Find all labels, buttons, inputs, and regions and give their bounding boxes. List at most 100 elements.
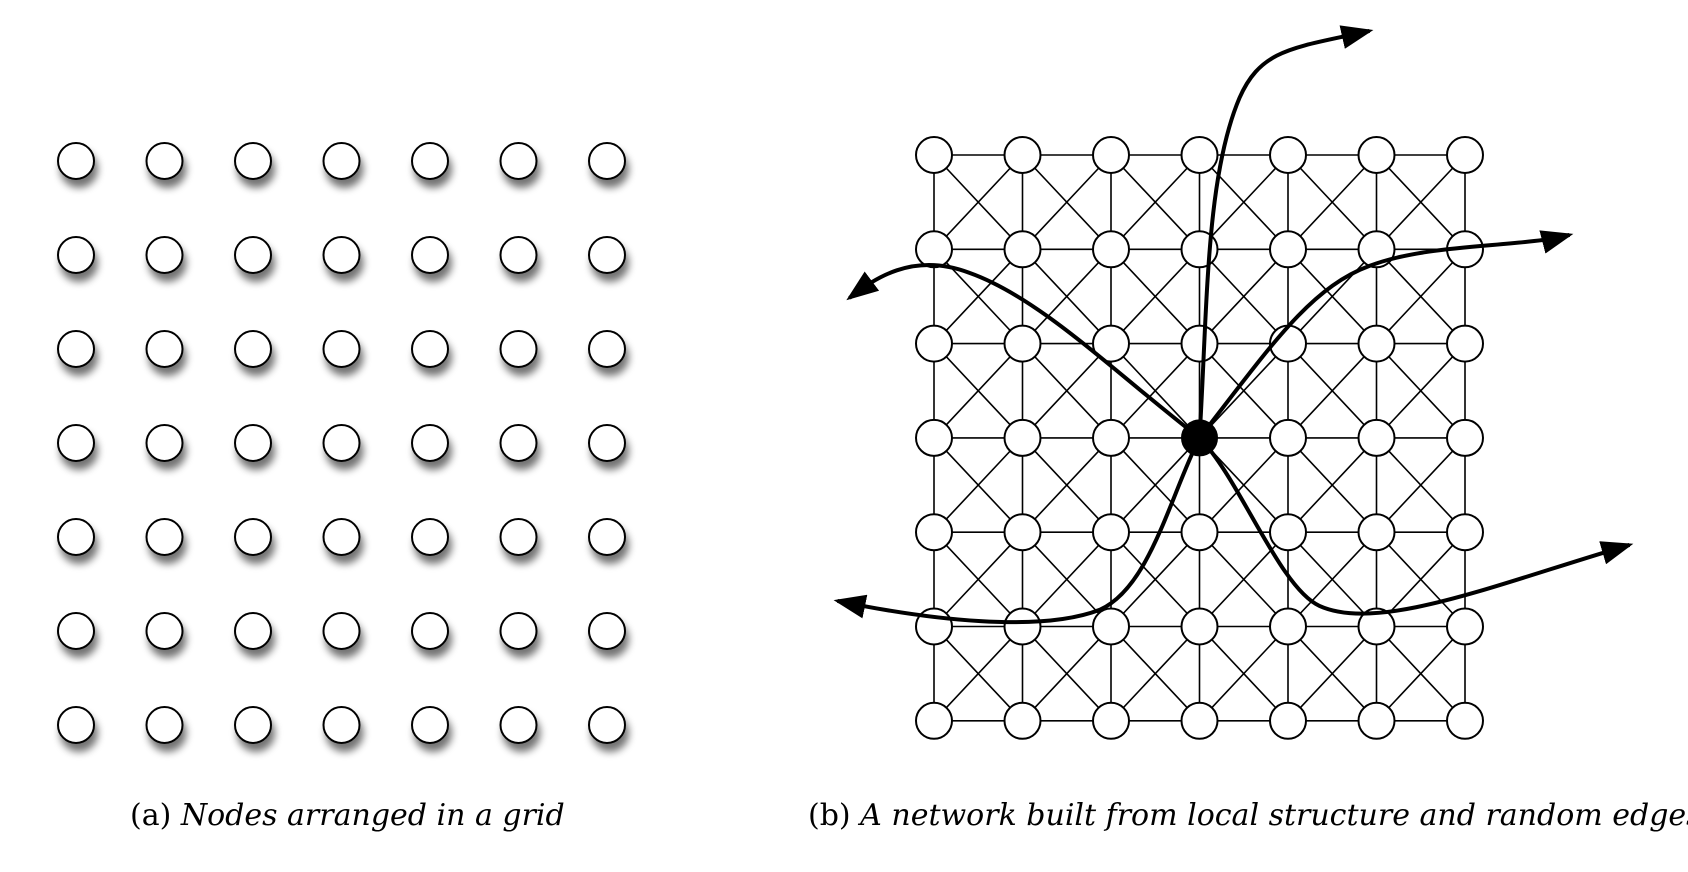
node-a-r2-c5 bbox=[499, 330, 538, 368]
node-b-r3-c6 bbox=[1446, 418, 1484, 457]
node-b-r0-c3 bbox=[1180, 136, 1219, 174]
node-a-r5-c6 bbox=[588, 612, 626, 650]
node-b-r2-c3 bbox=[1180, 324, 1219, 363]
node-a-r2-c3 bbox=[322, 330, 361, 368]
local-edge bbox=[1021, 248, 1112, 345]
random-edge-top bbox=[1197, 25, 1374, 439]
local-edge bbox=[1287, 437, 1378, 533]
node-a-r0-c5 bbox=[499, 142, 538, 180]
node-b-r1-c5 bbox=[1357, 230, 1396, 269]
node-b-r0-c4 bbox=[1269, 136, 1307, 174]
node-a-r6-c6 bbox=[588, 706, 626, 744]
local-edge bbox=[1375, 437, 1466, 533]
node-a-r1-c2 bbox=[234, 236, 272, 274]
node-b-r4-c3 bbox=[1180, 513, 1219, 552]
node-a-r1-c5 bbox=[499, 236, 538, 274]
node-b-r5-c3 bbox=[1180, 607, 1219, 646]
local-edge bbox=[1198, 154, 1289, 250]
local-edge bbox=[1021, 625, 1112, 722]
node-a-r6-c5 bbox=[499, 706, 538, 744]
local-edge bbox=[1198, 343, 1289, 439]
node-a-r0-c2 bbox=[234, 142, 272, 180]
node-b-r2-c2 bbox=[1092, 324, 1130, 363]
node-a-r4-c1 bbox=[145, 518, 184, 556]
node-b-r6-c1 bbox=[1003, 701, 1042, 740]
local-edge bbox=[1287, 531, 1378, 628]
node-a-r6-c3 bbox=[322, 706, 361, 744]
local-edge bbox=[1198, 248, 1289, 345]
node-b-r3-c4 bbox=[1269, 418, 1307, 457]
local-edge bbox=[1287, 154, 1378, 250]
node-a-r6-c2 bbox=[234, 706, 272, 744]
local-edge bbox=[1375, 154, 1466, 250]
node-b-r3-c2 bbox=[1092, 418, 1130, 457]
node-b-r3-c0 bbox=[915, 418, 953, 457]
panel-b-network bbox=[833, 25, 1634, 740]
node-b-r1-c0 bbox=[915, 230, 953, 269]
node-a-r1-c6 bbox=[588, 236, 626, 274]
node-a-r5-c1 bbox=[145, 612, 184, 650]
node-a-r0-c3 bbox=[322, 142, 361, 180]
node-b-r1-c1 bbox=[1003, 230, 1042, 269]
node-a-r3-c5 bbox=[499, 424, 538, 462]
node-b-r4-c6 bbox=[1446, 513, 1484, 552]
local-edge bbox=[1021, 437, 1112, 533]
node-b-r1-c2 bbox=[1092, 230, 1130, 269]
node-b-r5-c6 bbox=[1446, 607, 1484, 646]
node-a-r6-c1 bbox=[145, 706, 184, 744]
local-edge bbox=[1375, 625, 1466, 722]
caption-a-text: Nodes arranged in a grid bbox=[180, 798, 565, 833]
node-a-r1-c3 bbox=[322, 236, 361, 274]
node-a-r2-c0 bbox=[57, 330, 95, 368]
node-b-r4-c5 bbox=[1357, 513, 1396, 552]
local-edge bbox=[933, 531, 1024, 628]
node-b-r6-c3 bbox=[1180, 701, 1219, 740]
node-b-r5-c4 bbox=[1269, 607, 1307, 646]
node-a-r0-c1 bbox=[145, 142, 184, 180]
node-a-r5-c0 bbox=[57, 612, 95, 650]
node-b-r0-c5 bbox=[1357, 136, 1396, 174]
node-b-r4-c4 bbox=[1269, 513, 1307, 552]
node-a-r2-c6 bbox=[588, 330, 626, 368]
node-b-r4-c2 bbox=[1092, 513, 1130, 552]
node-a-r4-c3 bbox=[322, 518, 361, 556]
local-edge bbox=[1198, 531, 1289, 628]
node-a-r5-c4 bbox=[411, 612, 449, 650]
caption-a: (a) Nodes arranged in a grid bbox=[130, 798, 630, 833]
node-a-r1-c1 bbox=[145, 236, 184, 274]
random-edge-lower-right bbox=[1198, 436, 1634, 616]
local-edge bbox=[1110, 625, 1201, 722]
node-b-r2-c1 bbox=[1003, 324, 1042, 363]
node-b-r6-c6 bbox=[1446, 701, 1484, 740]
node-b-r3-c5 bbox=[1357, 418, 1396, 457]
node-a-r2-c4 bbox=[411, 330, 449, 368]
local-edge bbox=[933, 437, 1024, 533]
local-edge bbox=[1198, 437, 1289, 533]
local-edge bbox=[1287, 248, 1378, 345]
local-edge bbox=[1110, 531, 1201, 628]
node-b-r2-c5 bbox=[1357, 324, 1396, 363]
panel-a-grid bbox=[57, 142, 626, 744]
node-a-r0-c6 bbox=[588, 142, 626, 180]
node-a-r4-c0 bbox=[57, 518, 95, 556]
local-edge bbox=[1287, 625, 1378, 722]
node-a-r3-c3 bbox=[322, 424, 361, 462]
node-a-r0-c4 bbox=[411, 142, 449, 180]
random-edge-upper-left bbox=[846, 262, 1201, 440]
random-edges bbox=[833, 25, 1634, 625]
node-a-r4-c6 bbox=[588, 518, 626, 556]
node-a-r3-c6 bbox=[588, 424, 626, 462]
node-a-r4-c5 bbox=[499, 518, 538, 556]
local-edge bbox=[1287, 343, 1378, 439]
local-edge bbox=[1110, 343, 1201, 439]
local-edge bbox=[933, 343, 1024, 439]
node-a-r5-c5 bbox=[499, 612, 538, 650]
node-b-r1-c4 bbox=[1269, 230, 1307, 269]
node-b-r3-c1 bbox=[1003, 418, 1042, 457]
node-b-r0-c6 bbox=[1446, 136, 1484, 174]
node-a-r5-c3 bbox=[322, 612, 361, 650]
node-b-r0-c1 bbox=[1003, 136, 1042, 174]
node-a-r3-c1 bbox=[145, 424, 184, 462]
caption-a-label: (a) bbox=[130, 798, 172, 833]
